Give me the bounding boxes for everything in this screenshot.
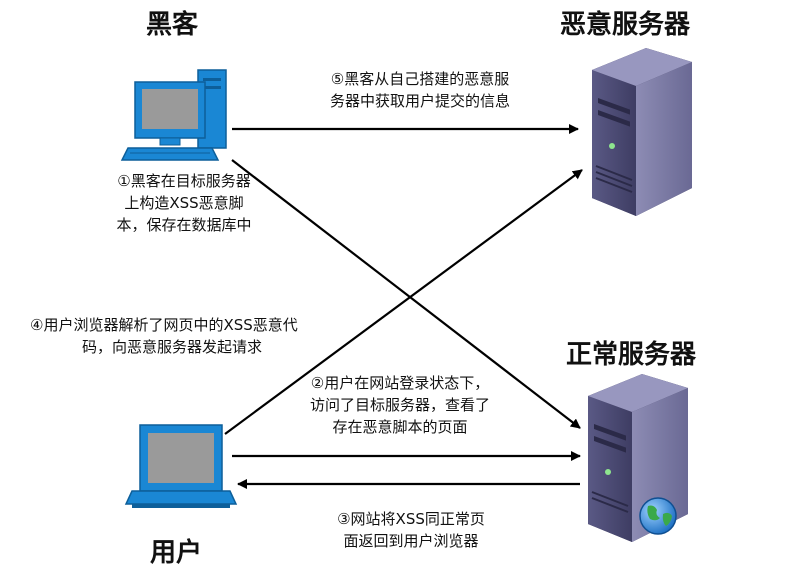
laptop-icon — [124, 424, 238, 508]
step5-note: ⑤黑客从自己搭建的恶意服 务器中获取用户提交的信息 — [290, 68, 550, 112]
step5-line2: 务器中获取用户提交的信息 — [329, 92, 510, 110]
normal-server-label: 正常服务器 — [566, 340, 697, 370]
step2-line1: ②用户在网站登录状态下， — [310, 374, 490, 392]
step2-line2: 访问了目标服务器，查看了 — [309, 396, 490, 414]
desktop-computer-icon — [120, 69, 227, 161]
step1-line3: 本，保存在数据库中 — [116, 216, 252, 234]
arrow-step1 — [231, 159, 581, 429]
hacker-label: 黑客 — [146, 10, 199, 40]
user-label: 用户 — [150, 538, 203, 568]
step4-line1: ④用户浏览器解析了网页中的XSS恶意代 — [30, 316, 298, 334]
step4-note: ④用户浏览器解析了网页中的XSS恶意代 码，向恶意服务器发起请求 — [30, 314, 298, 358]
normal-server-icon — [588, 374, 688, 542]
malicious-server-label: 恶意服务器 — [560, 10, 691, 40]
arrow-step4 — [224, 169, 583, 435]
step1-line2: 上构造XSS恶意脚 — [124, 194, 244, 212]
step3-line1: ③网站将XSS同正常页 — [337, 510, 485, 528]
step3-note: ③网站将XSS同正常页 面返回到用户浏览器 — [306, 508, 516, 552]
step4-line2: 码，向恶意服务器发起请求 — [82, 338, 263, 356]
malicious-server-icon — [592, 48, 692, 216]
step2-line3: 存在恶意脚本的页面 — [332, 418, 468, 436]
step3-line2: 面返回到用户浏览器 — [343, 532, 479, 550]
step1-note: ①黑客在目标服务器 上构造XSS恶意脚 本，保存在数据库中 — [84, 170, 284, 236]
step1-line1: ①黑客在目标服务器 — [117, 172, 251, 190]
step2-note: ②用户在网站登录状态下， 访问了目标服务器，查看了 存在恶意脚本的页面 — [280, 372, 520, 438]
step5-line1: ⑤黑客从自己搭建的恶意服 — [330, 70, 510, 88]
globe-icon — [639, 497, 677, 535]
